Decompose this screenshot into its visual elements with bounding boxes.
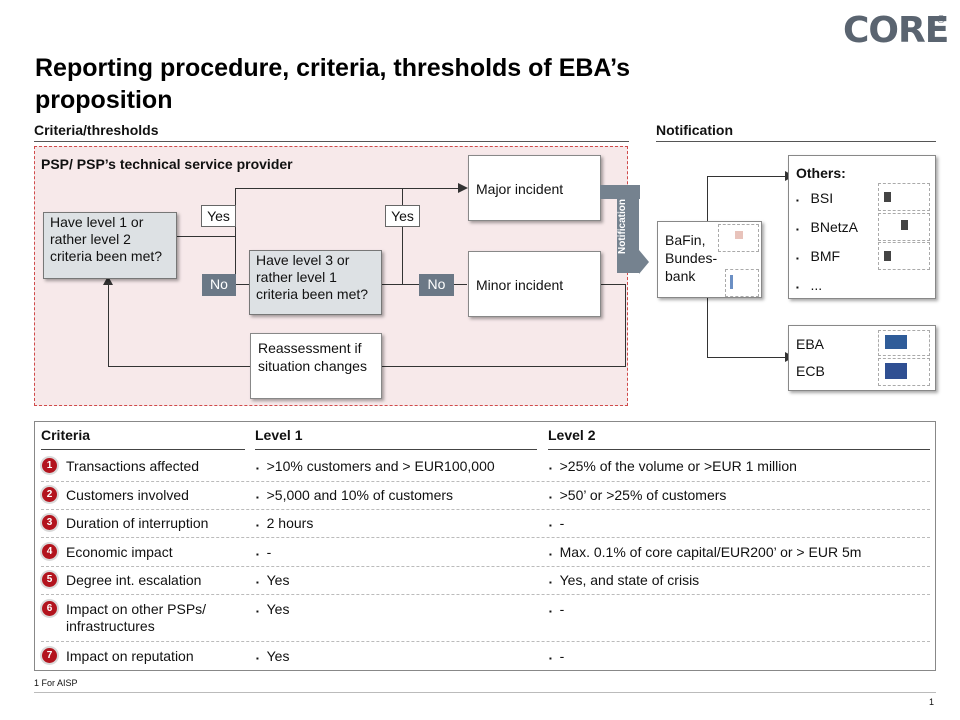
criterion-label: Degree int. escalation <box>66 572 202 588</box>
level2-value: ▪ - <box>549 601 565 617</box>
bafin-bundesbank-label: BaFin, Bundes-bank <box>665 232 718 284</box>
header-level1: Level 1 <box>255 427 303 443</box>
header-rule <box>41 449 245 450</box>
notification-section-title: Notification <box>656 122 733 138</box>
header-rule <box>548 449 930 450</box>
level1-value: ▪ Yes <box>256 648 290 664</box>
connector <box>600 284 625 285</box>
minor-incident-box: Minor incident <box>468 251 601 317</box>
bsi-logo <box>878 183 930 211</box>
connector <box>176 236 236 237</box>
connector <box>707 357 787 358</box>
header-level2: Level 2 <box>548 427 596 443</box>
notification-arrow-shaft <box>617 185 639 273</box>
others-item: ▪ BSI <box>796 190 834 206</box>
ecb-logo <box>878 358 930 386</box>
bnetza-logo <box>878 213 930 241</box>
notification-arrow-head <box>639 250 649 274</box>
page-title: Reporting procedure, criteria, threshold… <box>35 54 631 114</box>
yes-tag-1: Yes <box>201 205 236 227</box>
connector <box>625 284 626 367</box>
row-divider <box>41 509 930 510</box>
notification-section-rule <box>656 141 936 142</box>
criterion-number-badge: 3 <box>42 515 57 530</box>
row-divider <box>41 594 930 595</box>
row-divider <box>41 641 930 642</box>
reassessment-box: Reassessment if situation changes <box>250 333 382 399</box>
bmf-logo <box>878 242 930 270</box>
others-item: ▪ BNetzA <box>796 219 858 235</box>
level2-value: ▪ >25% of the volume or >EUR 1 million <box>549 458 797 474</box>
connector <box>382 366 626 367</box>
level2-value: ▪ Yes, and state of crisis <box>549 572 700 588</box>
level1-value: ▪ Yes <box>256 572 290 588</box>
connector <box>707 176 708 222</box>
criterion-label: Impact on other PSPs/ infrastructures <box>66 601 207 634</box>
connector <box>108 283 109 367</box>
criterion-label: Economic impact <box>66 544 173 560</box>
criterion-number-badge: 4 <box>42 544 57 559</box>
connector <box>235 284 250 285</box>
core-logo: CORE <box>843 10 949 51</box>
criterion-label: Duration of interruption <box>66 515 209 531</box>
connector <box>707 297 708 358</box>
connector <box>707 176 787 177</box>
level2-value: ▪ - <box>549 648 565 664</box>
others-item: ▪ BMF <box>796 248 841 264</box>
arrow-head <box>458 183 468 193</box>
header-rule <box>255 449 537 450</box>
level1-value: ▪ Yes <box>256 601 290 617</box>
criteria-section-rule <box>34 141 629 142</box>
criterion-number-badge: 1 <box>42 458 57 473</box>
notification-arrow-label: Notification <box>617 199 628 255</box>
criterion-number-badge: 5 <box>42 572 57 587</box>
question-level3-level1: Have level 3 or rather level 1 criteria … <box>249 250 382 315</box>
no-tag-2: No <box>419 274 454 296</box>
no-tag-1: No <box>202 274 236 296</box>
criteria-table <box>34 421 936 671</box>
header-criteria: Criteria <box>41 427 91 443</box>
others-item: ▪ ... <box>796 277 823 293</box>
criterion-label: Customers involved <box>66 487 189 503</box>
connector <box>402 188 403 285</box>
row-divider <box>41 537 930 538</box>
provider-label: PSP/ PSP’s technical service provider <box>41 156 293 172</box>
arrow-head <box>103 276 113 285</box>
row-divider <box>41 566 930 567</box>
level1-value: ▪ >10% customers and > EUR100,000 <box>256 458 495 474</box>
eba-label: EBA <box>796 336 825 352</box>
question-level1-level2: Have level 1 or rather level 2 criteria … <box>43 212 177 279</box>
eba-logo <box>878 330 930 356</box>
criteria-section-title: Criteria/thresholds <box>34 122 159 138</box>
connector <box>108 366 251 367</box>
connector <box>235 188 236 285</box>
criterion-number-badge: 2 <box>42 487 57 502</box>
yes-tag-2: Yes <box>385 205 420 227</box>
registered-mark: ® <box>937 14 946 26</box>
bafin-logo <box>718 224 759 252</box>
criterion-number-badge: 7 <box>42 648 57 663</box>
level2-value: ▪ - <box>549 515 565 531</box>
page-number: 1 <box>929 697 935 707</box>
level1-value: ▪ - <box>256 544 272 560</box>
level2-value: ▪ >50’ or >25% of customers <box>549 487 727 503</box>
criterion-label: Transactions affected <box>66 458 200 474</box>
major-incident-box: Major incident <box>468 155 601 221</box>
criterion-label: Impact on reputation <box>66 648 194 664</box>
row-divider <box>41 481 930 482</box>
level2-value: ▪ Max. 0.1% of core capital/EUR200’ or >… <box>549 544 862 560</box>
criterion-number-badge: 6 <box>42 601 57 616</box>
footnote: 1 For AISP <box>34 678 78 688</box>
footer-rule <box>34 692 936 693</box>
connector <box>235 188 460 189</box>
others-title: Others: <box>796 165 846 181</box>
bundesbank-logo <box>725 269 759 297</box>
level1-value: ▪ >5,000 and 10% of customers <box>256 487 454 503</box>
ecb-label: ECB <box>796 363 825 379</box>
level1-value: ▪ 2 hours <box>256 515 314 531</box>
